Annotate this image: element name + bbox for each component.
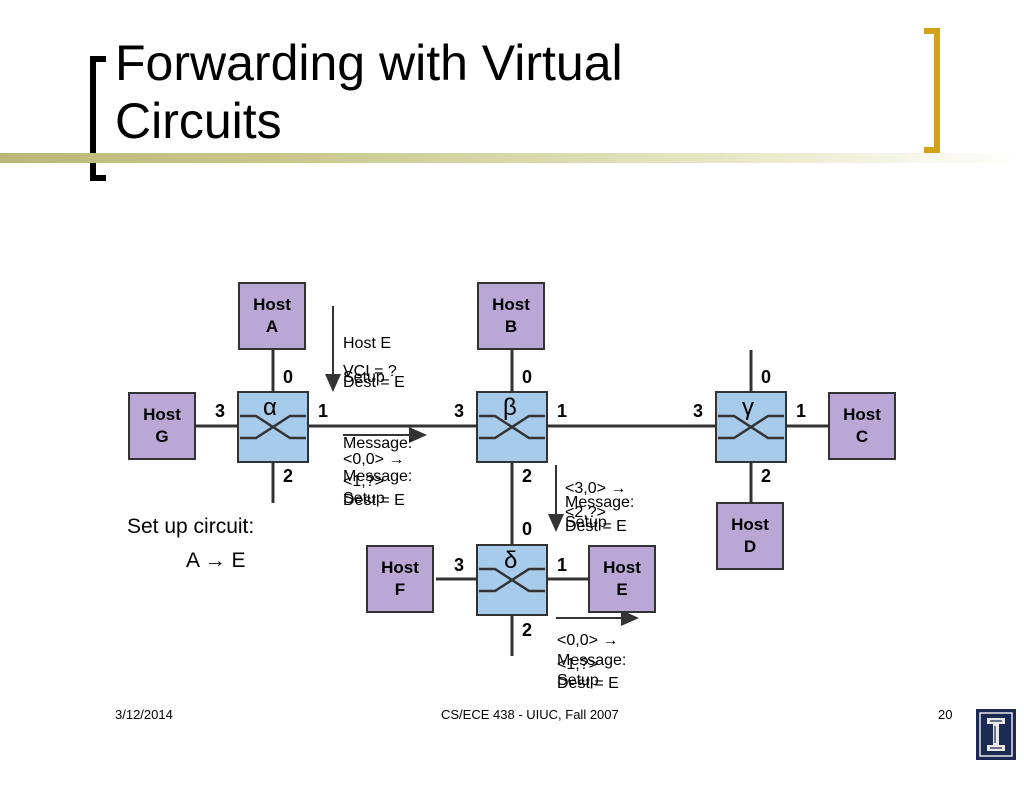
switch-delta-symbol: δ (504, 547, 518, 574)
switch-beta-symbol: β (503, 394, 517, 421)
alpha-port-1: 1 (318, 401, 329, 421)
footer-course: CS/ECE 438 - UIUC, Fall 2007 (441, 707, 619, 722)
title-rule (0, 153, 1024, 163)
footer-page-number: 20 (938, 707, 953, 722)
footer-date: 3/12/2014 (115, 707, 173, 722)
beta-port-0: 0 (522, 367, 533, 387)
delta-port-0: 0 (522, 519, 533, 539)
switch-gamma (715, 391, 787, 463)
beta-port-3: 3 (454, 401, 465, 421)
switch-alpha-symbol: α (263, 394, 277, 421)
setup-note-3: Setup <3,0> → Message: <2,?> Dest = E (565, 480, 635, 535)
switch-beta (476, 391, 548, 463)
setup-note-1: Setup Message: VCI = ? Dest = E (343, 363, 413, 452)
body-setup-circuit: Set up circuit: (127, 515, 255, 538)
switch-gamma-symbol: γ (742, 394, 754, 421)
gamma-port-3: 3 (693, 401, 704, 421)
beta-port-2: 2 (522, 466, 533, 486)
setup-note-4: Setup <0,0> → Message: <1,?> Dest = E (557, 632, 627, 692)
delta-port-1: 1 (557, 555, 568, 575)
network-diagram (196, 306, 828, 656)
setup-note-1-overlay: Host E (343, 335, 392, 352)
switch-delta (476, 544, 548, 616)
alpha-port-2: 2 (283, 466, 294, 486)
setup-note-2: Setup <0,0> → Message: <1,?> Dest = E (343, 451, 413, 509)
right-bracket (924, 28, 940, 153)
delta-port-2: 2 (522, 620, 533, 640)
left-bracket (90, 56, 106, 181)
gamma-port-1: 1 (796, 401, 807, 421)
alpha-port-3: 3 (215, 401, 226, 421)
gamma-port-0: 0 (761, 367, 772, 387)
alpha-port-0: 0 (283, 367, 294, 387)
delta-port-3: 3 (454, 555, 465, 575)
title-line-2: Circuits (115, 93, 282, 149)
slide-title: Forwarding with Virtual Circuits (115, 34, 755, 150)
gamma-port-2: 2 (761, 466, 772, 486)
beta-port-1: 1 (557, 401, 568, 421)
title-line-1: Forwarding with Virtual (115, 35, 623, 91)
switch-alpha (237, 391, 309, 463)
body-a-to-e: A → E (186, 549, 246, 572)
